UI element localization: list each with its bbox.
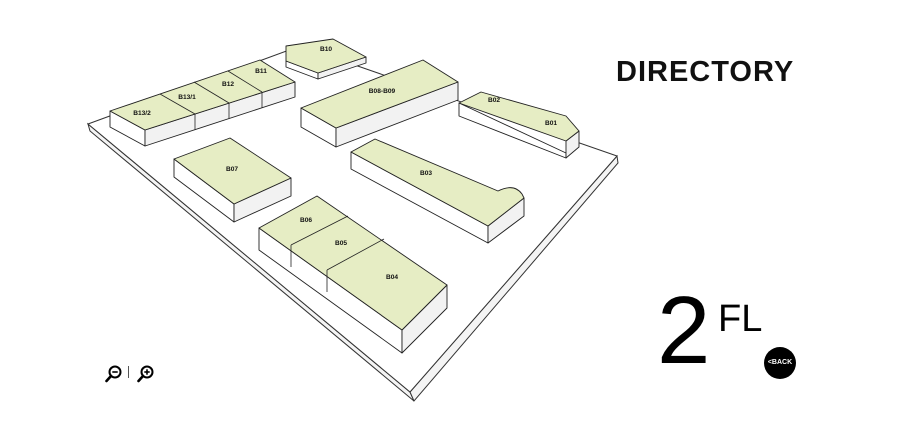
unit-label-b02: B02: [488, 97, 500, 104]
back-button[interactable]: <BACK: [764, 347, 796, 379]
zoom-in-icon[interactable]: [137, 365, 155, 383]
unit-label-b04: B04: [386, 274, 398, 281]
unit-label-b01: B01: [545, 120, 557, 127]
unit-label-b05: B05: [335, 240, 347, 247]
unit-label-b12: B12: [222, 81, 234, 88]
unit-label-b13-2: B13/2: [133, 110, 151, 117]
unit-label-b11: B11: [255, 68, 267, 75]
unit-row-b04-b06[interactable]: B06 B05 B04: [258, 195, 448, 354]
floor-number: 2: [657, 277, 711, 384]
unit-label-b03: B03: [420, 170, 432, 177]
unit-label-b10: B10: [320, 46, 332, 53]
unit-row-b11-b13[interactable]: B13/2 B13/1 B12 B11: [109, 59, 296, 147]
zoom-out-icon[interactable]: [105, 365, 123, 383]
unit-b08-b09[interactable]: B08-B09: [300, 59, 459, 148]
unit-b10[interactable]: B10: [285, 38, 367, 80]
unit-b03[interactable]: B03: [350, 138, 525, 244]
zoom-separator: [128, 366, 129, 378]
page-title: DIRECTORY: [616, 56, 795, 88]
unit-label-b07: B07: [226, 166, 238, 173]
unit-b01-b02[interactable]: B02 B01: [458, 91, 580, 159]
floor-suffix: FL: [718, 298, 763, 340]
unit-b07[interactable]: B07: [173, 137, 292, 223]
unit-label-b08-b09: B08-B09: [369, 88, 396, 95]
unit-label-b06: B06: [300, 217, 312, 224]
unit-label-b13-1: B13/1: [178, 94, 196, 101]
